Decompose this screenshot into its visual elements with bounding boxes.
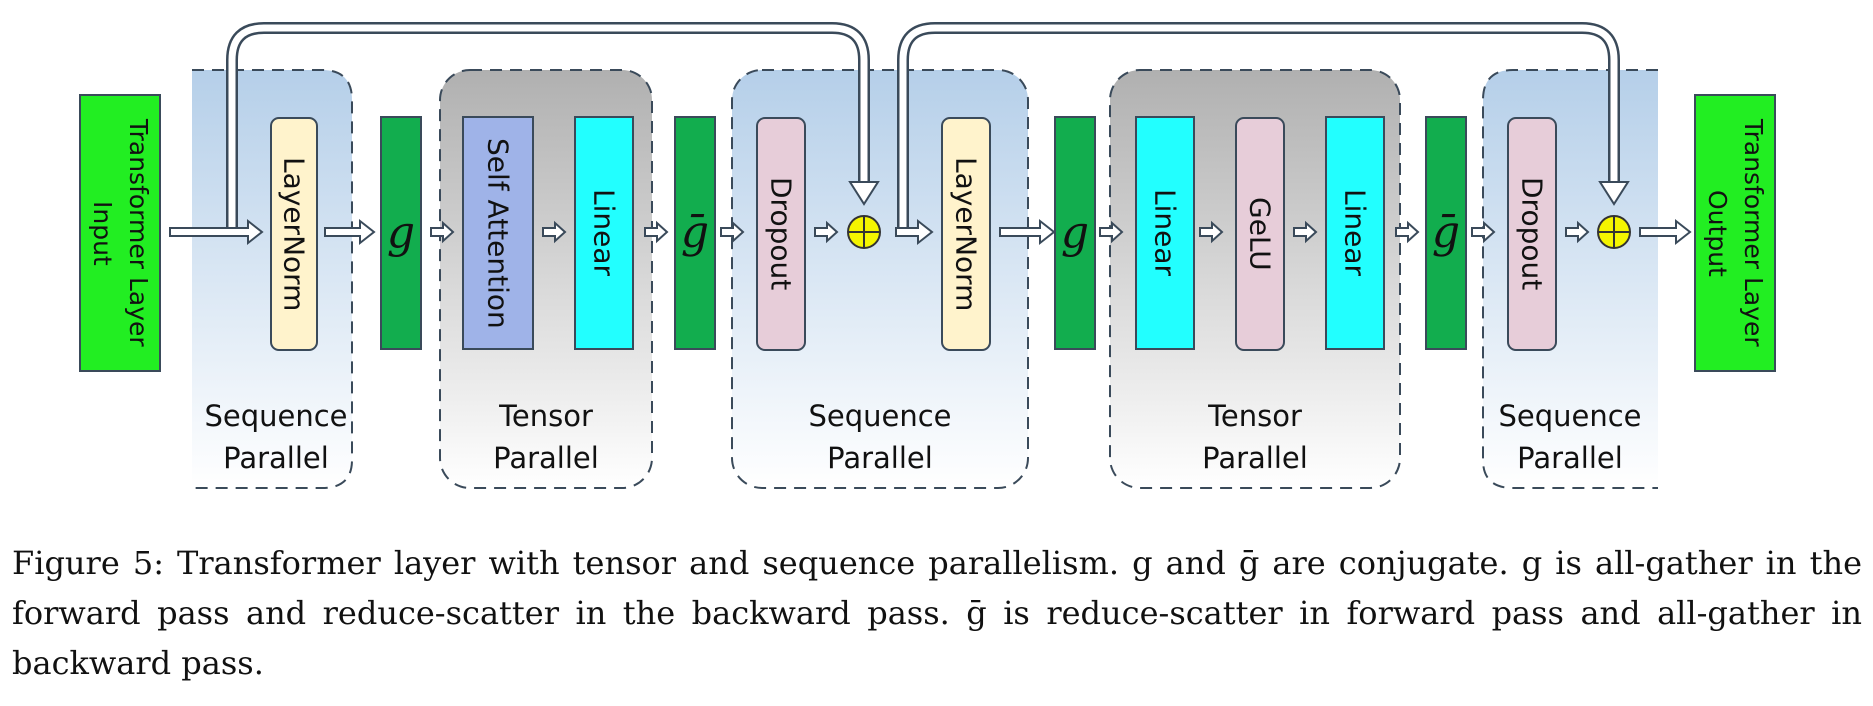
box-dropout-2 (1507, 117, 1557, 351)
box-linear-3 (1325, 116, 1385, 350)
arrow-gelu-to-linear2 (1293, 220, 1318, 244)
arrow-gbar2-to-dropout (1471, 220, 1496, 244)
arrow-attention-to-linear (542, 220, 567, 244)
arrow-layernorm-to-g2 (999, 218, 1056, 246)
arrow-linear-to-gelu (1199, 220, 1224, 244)
residual-arrow-2 (897, 22, 1630, 232)
dropout-label-2: Dropout (1515, 177, 1549, 291)
self-attention-label: Self Attention (481, 137, 515, 329)
linear-label-2: Linear (1148, 189, 1182, 277)
circle-plus-icon (1597, 215, 1631, 249)
arrow-layernorm-to-g (324, 218, 376, 246)
circle-plus-icon (847, 215, 881, 249)
g-label-2: g (1060, 206, 1090, 258)
box-g-2 (1054, 116, 1096, 350)
box-dropout-1 (756, 117, 806, 351)
region-label-tensor-1: Tensor Parallel (493, 399, 599, 475)
arrow-dropout-to-sum (814, 220, 839, 244)
arrow-g-to-attention (430, 220, 455, 244)
box-input (79, 94, 161, 372)
arrow-dropout-to-sum2 (1565, 220, 1590, 244)
box-output (1694, 94, 1776, 372)
box-linear-2 (1135, 116, 1195, 350)
region-label-sequence-2: Sequence Parallel (808, 399, 952, 475)
arrow-gbar-to-dropout (720, 220, 745, 244)
box-g-1 (380, 116, 422, 350)
gelu-label: GeLU (1243, 197, 1277, 271)
box-self-attention (462, 116, 534, 350)
input-label: Transformer Layer Input (88, 119, 153, 347)
box-gelu (1235, 117, 1285, 351)
box-layernorm-2 (941, 117, 991, 351)
layernorm-label-1: LayerNorm (277, 156, 311, 312)
box-linear-1 (574, 116, 634, 350)
arrow-g2-to-linear (1099, 220, 1124, 244)
diagram (79, 22, 1776, 489)
region-label-sequence-3: Sequence Parallel (1498, 399, 1642, 475)
dropout-label-1: Dropout (764, 177, 798, 291)
arrow-input-to-layernorm (169, 218, 264, 246)
flow-arrows (169, 218, 1692, 246)
box-layernorm-1 (270, 117, 318, 351)
arrow-sum2-to-output (1639, 218, 1692, 246)
g-label-1: g (386, 206, 416, 258)
arrow-linear-to-gbar (644, 220, 669, 244)
region-label-tensor-2: Tensor Parallel (1202, 399, 1308, 475)
region-label-sequence-1: Sequence Parallel (204, 399, 348, 475)
gbar-label-2: ḡ (1431, 206, 1461, 258)
box-gbar-2 (1425, 116, 1467, 350)
linear-label-3: Linear (1338, 189, 1372, 277)
gbar-label-1: ḡ (680, 206, 710, 258)
residual-arrow-1 (226, 22, 880, 232)
layernorm-label-2: LayerNorm (949, 156, 983, 312)
figure-caption: Figure 5: Transformer layer with tensor … (12, 544, 1862, 682)
box-gbar-1 (674, 116, 716, 350)
output-label: Transformer Layer Output (1703, 119, 1768, 347)
arrow-sum-to-layernorm (895, 218, 934, 246)
arrow-linear2-to-gbar (1395, 220, 1420, 244)
linear-label-1: Linear (587, 189, 621, 277)
